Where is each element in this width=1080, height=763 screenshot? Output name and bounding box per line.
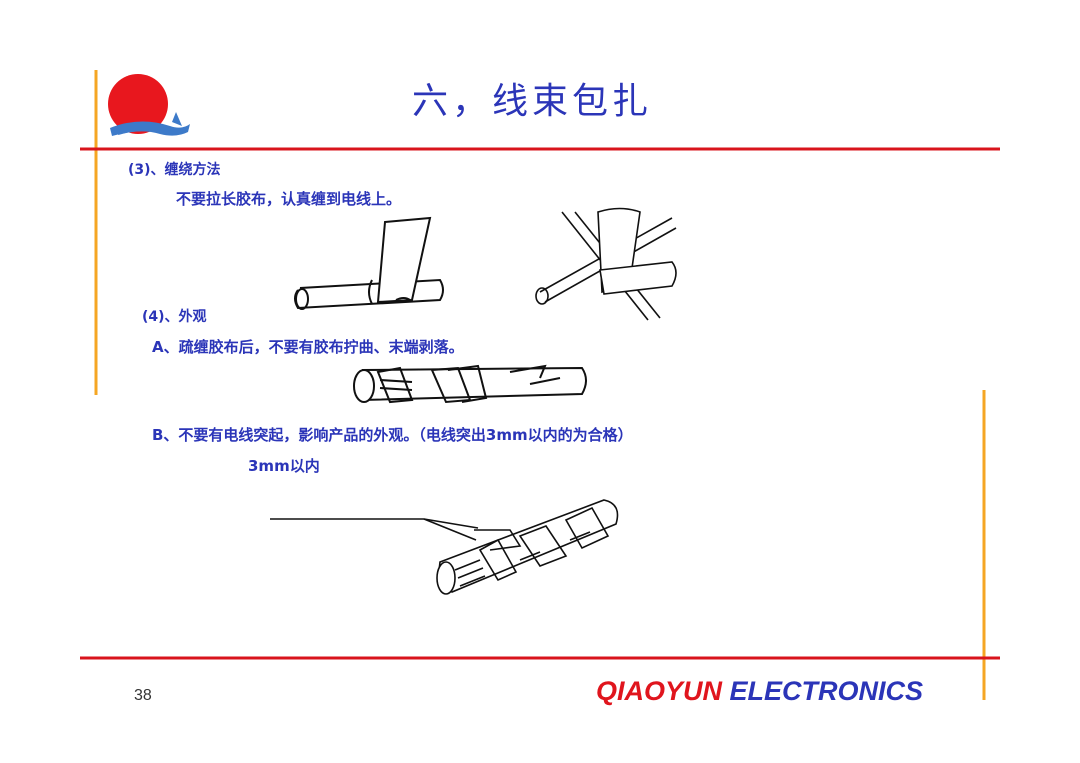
protrusion-callout: 3mm以内 (248, 457, 320, 475)
company-logo-icon (108, 74, 190, 136)
wrap-method-figure-2 (535, 207, 677, 321)
section-4-item-a: A、疏缠胶布后，不要有胶布拧曲、末端剥落。 (152, 338, 464, 356)
appearance-figure-b (270, 499, 619, 595)
brand-footer: QIAOYUN ELECTRONICS (596, 676, 923, 707)
appearance-figure-a (353, 364, 587, 404)
page-number: 38 (134, 687, 152, 704)
brand-part-1: QIAOYUN (596, 676, 723, 706)
wrap-method-figure-1 (294, 216, 444, 310)
section-3-heading: (3)、缠绕方法 (128, 162, 221, 178)
brand-part-2: ELECTRONICS (729, 676, 924, 706)
slide-title: 六，线束包扎 (412, 81, 653, 122)
section-3-text: 不要拉长胶布，认真缠到电线上。 (176, 190, 402, 208)
section-4-item-b: B、不要有电线突起，影响产品的外观。（电线突出3mm以内的为合格） (152, 426, 633, 444)
section-4-heading: (4)、外观 (142, 309, 207, 325)
